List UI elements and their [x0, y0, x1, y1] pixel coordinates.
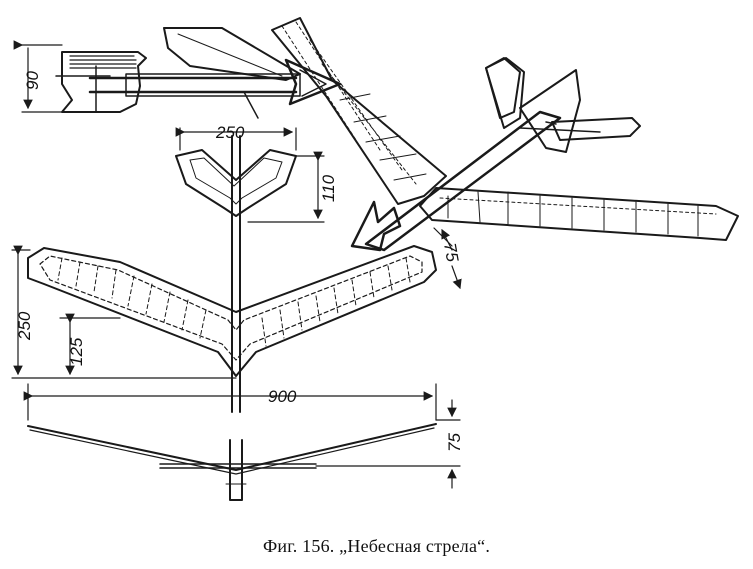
- dimension-wingspan: 900: [23, 383, 437, 421]
- dimension-label: 125: [67, 337, 86, 366]
- dimension-label: 900: [268, 387, 297, 406]
- dimension-label: 250: [215, 123, 245, 142]
- glider-perspective: [271, 17, 739, 252]
- dimension-label: 75: [445, 433, 464, 452]
- tail-assembly-perspective: [55, 27, 342, 119]
- stabilizer-top-view: [175, 135, 297, 413]
- dimension-label: 90: [23, 71, 42, 90]
- dimension-wing-center-height: 125: [59, 313, 121, 376]
- front-view: [27, 423, 437, 501]
- dimension-label: 110: [319, 174, 338, 202]
- dimension-stabilizer-span: 250: [175, 123, 297, 151]
- dimension-label: 250: [15, 311, 34, 341]
- dimension-label: 75: [440, 241, 462, 263]
- main-wing-top-view: [27, 245, 437, 377]
- dimension-tail-height: 90: [22, 45, 63, 112]
- dimension-wing-tip-chord: 75: [433, 227, 462, 288]
- dimension-dihedral-rise: 75: [315, 399, 464, 489]
- dimension-stabilizer-height: 110: [247, 151, 338, 223]
- figure-caption: Фиг. 156. „Небесная стрела“.: [262, 536, 491, 556]
- dimension-wing-height: 250: [11, 245, 237, 379]
